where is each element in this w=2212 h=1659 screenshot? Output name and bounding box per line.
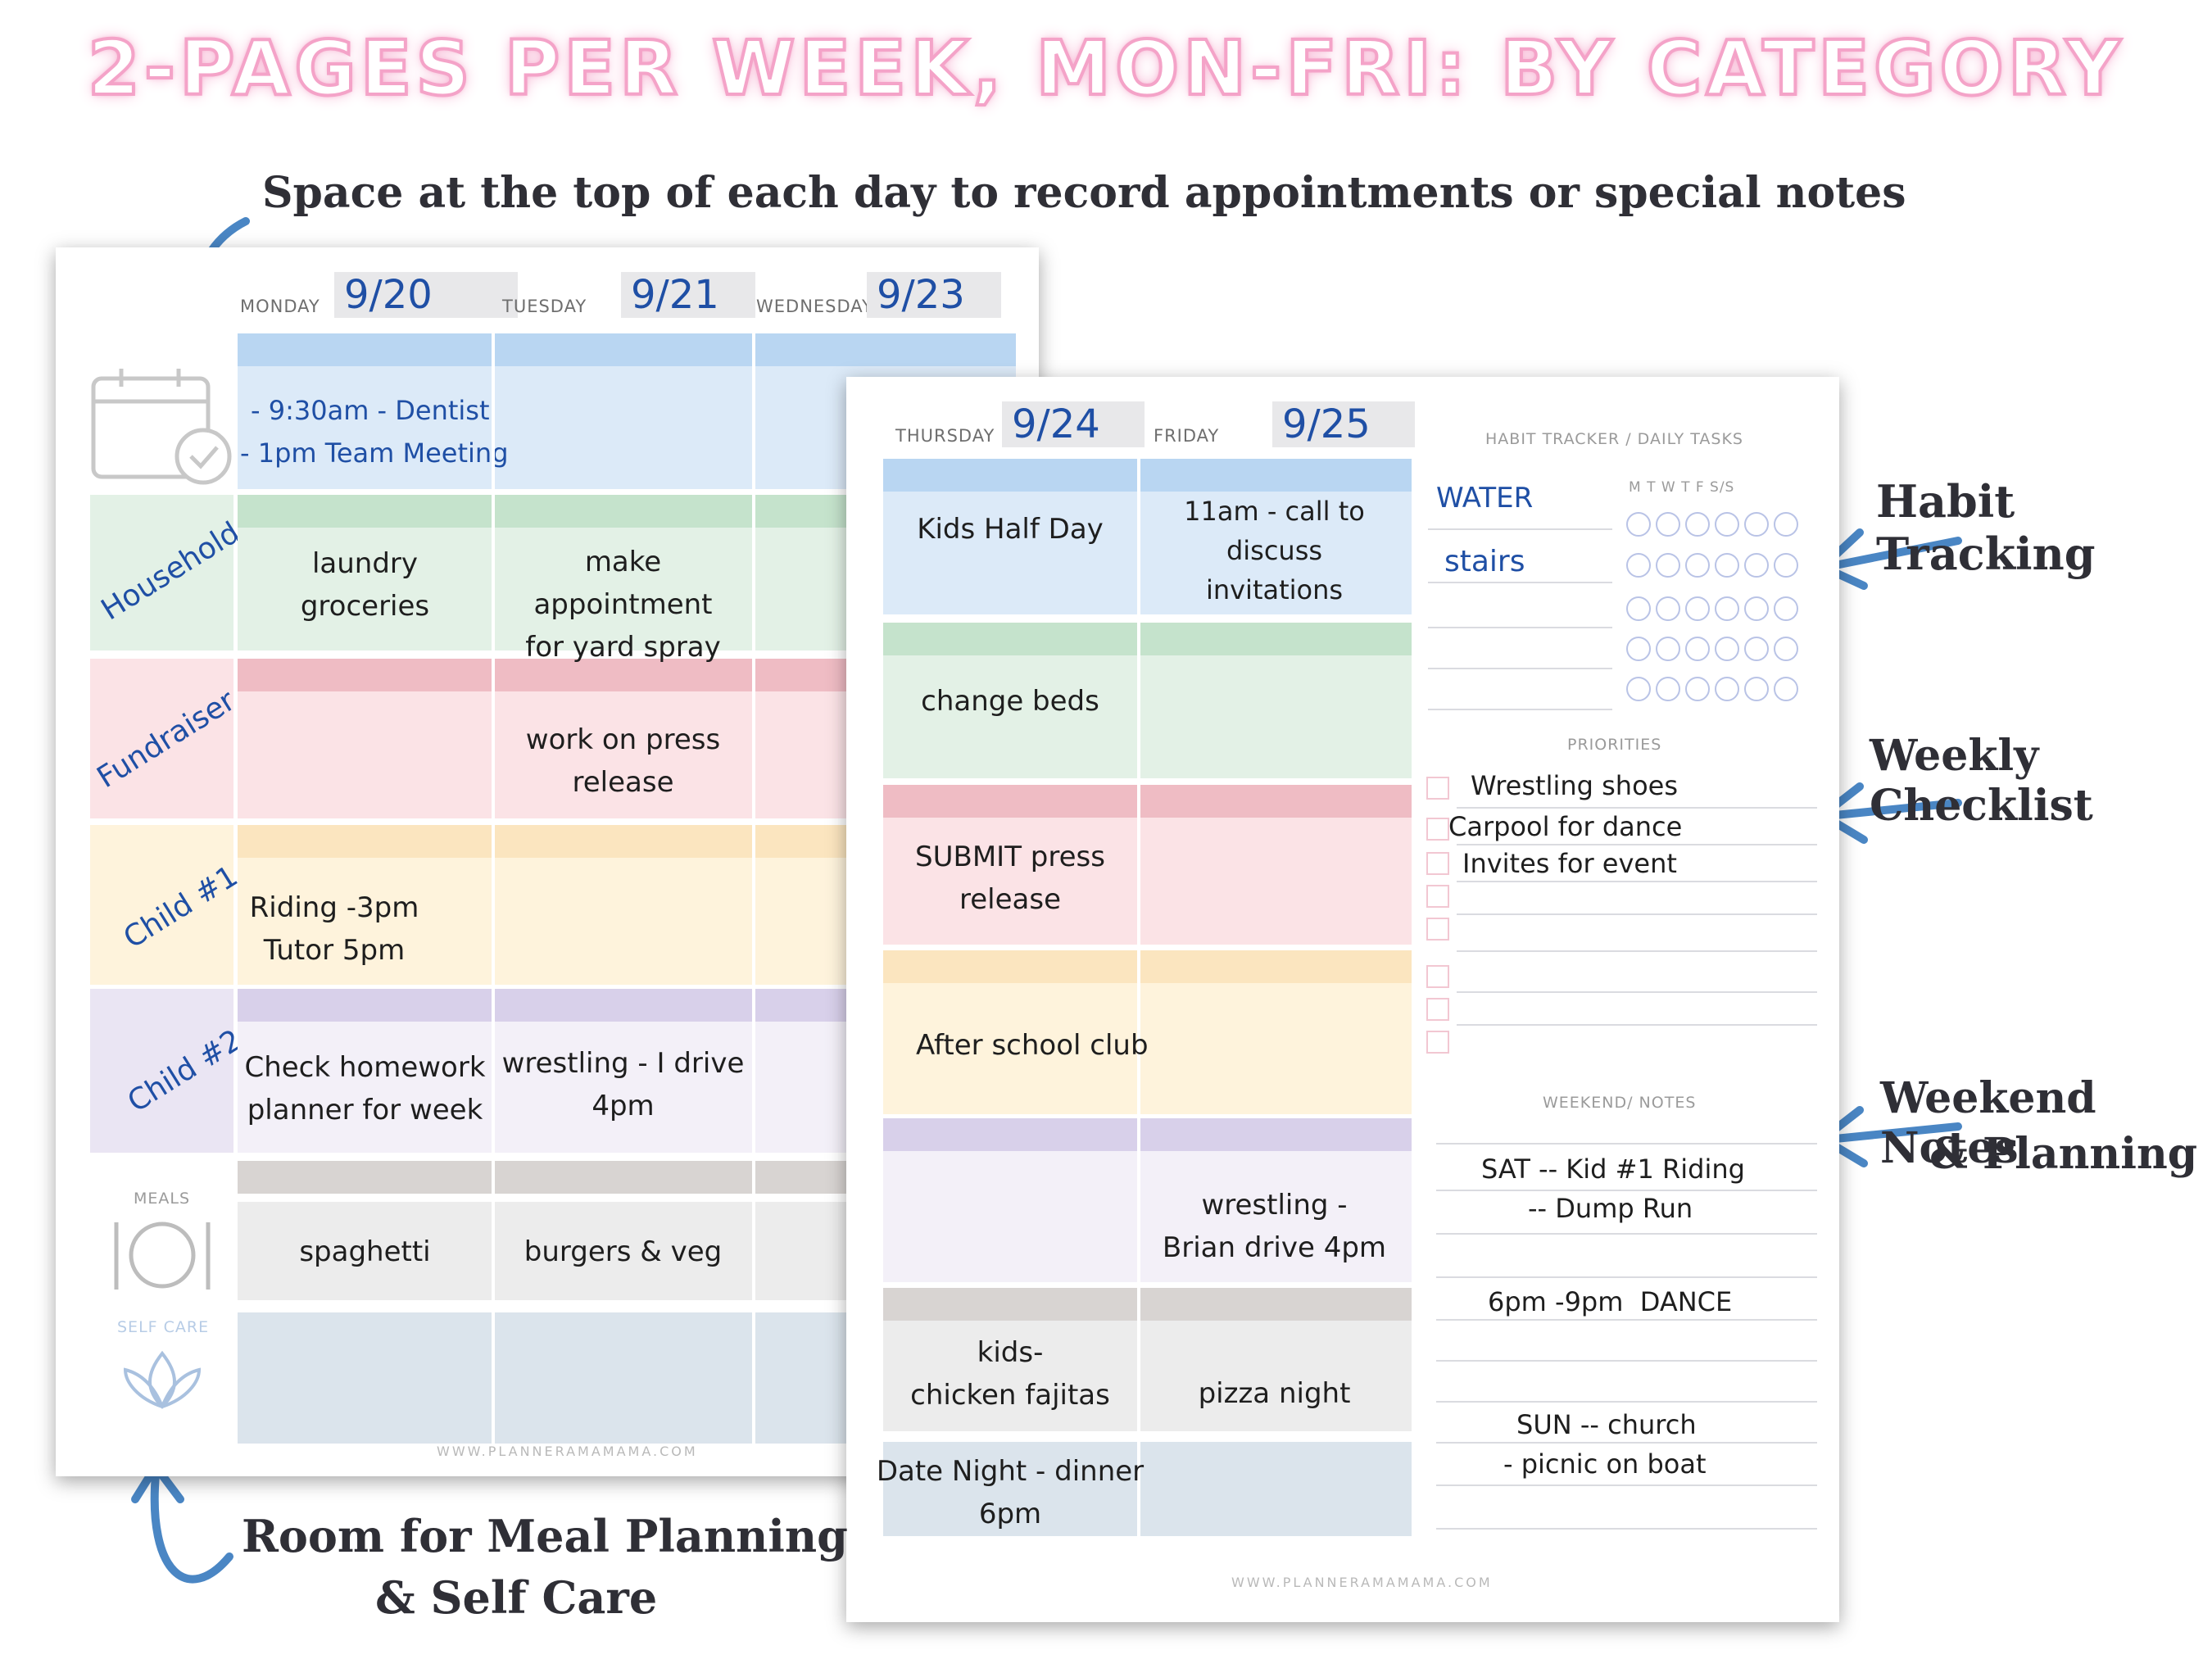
- band-header: [883, 785, 1412, 818]
- meals-area[interactable]: [883, 1321, 1412, 1431]
- child2-entry: wrestling - Brian drive 4pm: [1162, 1189, 1387, 1264]
- priority-checkbox[interactable]: [1426, 818, 1449, 841]
- appointment-entry: 11am - call to discuss invitations: [1184, 496, 1365, 605]
- column-divider: [1137, 459, 1140, 1540]
- meal-entry: kids- chicken fajitas: [910, 1336, 1110, 1412]
- habit-days-header: M T W T F S/S: [1629, 479, 1735, 496]
- fundraiser-area[interactable]: [883, 818, 1412, 945]
- meals-label: MEALS: [134, 1190, 191, 1208]
- footer-url: WWW.PLANNERAMAMAMA.COM: [1231, 1575, 1493, 1590]
- day-label: FRIDAY: [1154, 426, 1220, 446]
- household-entry: laundry groceries: [300, 547, 430, 623]
- day-label: TUESDAY: [502, 297, 587, 316]
- callout-meal: & Self Care: [375, 1571, 658, 1624]
- habit-circles-row[interactable]: [1626, 596, 1803, 624]
- callout-meal: Room for Meal Planning: [242, 1510, 848, 1562]
- fundraiser-entry: SUBMIT press release: [915, 841, 1105, 916]
- household-area[interactable]: [883, 655, 1412, 778]
- lotus-icon: [123, 1350, 202, 1409]
- child2-entry: Check homework planner for week: [244, 1051, 486, 1126]
- priority-checkbox[interactable]: [1426, 965, 1449, 988]
- arrow-checklist-icon: [1831, 799, 1962, 819]
- weekend-entry: SAT -- Kid #1 Riding: [1481, 1154, 1745, 1185]
- appointment-entry: - 1pm Team Meeting: [240, 437, 509, 469]
- meal-entry: pizza night: [1198, 1377, 1351, 1410]
- appointment-entry: - 9:30am - Dentist: [251, 395, 490, 426]
- child1-entry: Riding -3pm Tutor 5pm: [249, 891, 419, 967]
- selfcare-entry: Date Night - dinner 6pm: [876, 1455, 1145, 1530]
- habit-label: WATER: [1436, 482, 1534, 514]
- category-block-child1: [90, 825, 233, 985]
- priority-checkbox[interactable]: [1426, 852, 1449, 875]
- callout-checklist: Weekly Checklist: [1870, 731, 2093, 831]
- plate-utensils-icon: [114, 1222, 211, 1290]
- callout-weekend: & Planning: [1929, 1129, 2198, 1179]
- weekend-entry: SUN -- church: [1516, 1409, 1697, 1440]
- arrow-meal-icon: [150, 1471, 233, 1584]
- priority-checkbox[interactable]: [1426, 885, 1449, 908]
- band-header: [238, 333, 1016, 366]
- weekend-entry: 6pm -9pm DANCE: [1488, 1286, 1733, 1317]
- weekend-entry: -- Dump Run: [1528, 1193, 1693, 1224]
- calendar-check-icon: [91, 369, 232, 485]
- day-label: THURSDAY: [895, 426, 995, 446]
- priority-item: Wrestling shoes: [1471, 770, 1678, 801]
- date-field[interactable]: 9/24: [1002, 401, 1145, 447]
- column-divider: [752, 333, 755, 1448]
- meal-entry: spaghetti: [299, 1235, 431, 1268]
- habit-circles-row[interactable]: [1626, 637, 1803, 664]
- selfcare-label: SELF CARE: [117, 1318, 210, 1336]
- footer-url: WWW.PLANNERAMAMAMA.COM: [437, 1444, 698, 1459]
- appointment-entry: Kids Half Day: [917, 513, 1104, 546]
- fundraiser-entry: work on press release: [525, 723, 721, 799]
- arrow-weekend-icon: [1831, 1122, 1962, 1143]
- page-title: 2-PAGES PER WEEK, MON-FRI: BY CATEGORY: [86, 23, 2125, 114]
- selfcare-area[interactable]: [883, 1442, 1412, 1536]
- band-header: [883, 459, 1412, 492]
- day-label: MONDAY: [240, 297, 320, 316]
- priority-checkbox[interactable]: [1426, 777, 1449, 800]
- habit-circles-row[interactable]: [1626, 553, 1803, 581]
- child2-area[interactable]: [883, 1151, 1412, 1282]
- meal-entry: burgers & veg: [524, 1235, 723, 1268]
- category-block-child2: [90, 989, 233, 1153]
- callout-habit: Habit Tracking: [1876, 475, 2096, 580]
- priority-item: Carpool for dance: [1448, 811, 1683, 842]
- habit-label: stairs: [1444, 545, 1525, 578]
- habit-tracker-header: HABIT TRACKER / DAILY TASKS: [1485, 430, 1743, 448]
- callout-weekend: Weekend Notes: [1880, 1073, 2096, 1173]
- date-field[interactable]: 9/21: [621, 272, 755, 318]
- household-entry: make appointment for yard spray: [525, 546, 721, 664]
- habit-circles-row[interactable]: [1626, 677, 1803, 705]
- appointments-area[interactable]: [883, 492, 1412, 614]
- date-field[interactable]: 9/20: [334, 272, 518, 318]
- habit-circles-row[interactable]: [1626, 512, 1803, 540]
- household-entry: change beds: [921, 685, 1099, 718]
- arrow-habit-icon: [1831, 537, 1962, 569]
- column-divider: [492, 333, 495, 1448]
- band-header: [883, 623, 1412, 655]
- priority-checkbox[interactable]: [1426, 1031, 1449, 1054]
- weekend-entry: - picnic on boat: [1503, 1448, 1707, 1480]
- weekend-header: WEEKEND/ NOTES: [1543, 1094, 1697, 1112]
- priorities-header: PRIORITIES: [1567, 736, 1662, 754]
- child2-entry: wrestling - I drive 4pm: [501, 1047, 745, 1122]
- priority-item: Invites for event: [1462, 848, 1677, 879]
- right-planner-page: THURSDAY 9/24 FRIDAY 9/25 Kids Half Day …: [846, 377, 1839, 1622]
- callout-top: Space at the top of each day to record a…: [262, 168, 1906, 218]
- child1-area[interactable]: [883, 983, 1412, 1114]
- category-block-fundraiser: [90, 659, 233, 818]
- band-header: [883, 950, 1412, 983]
- priority-checkbox[interactable]: [1426, 998, 1449, 1021]
- date-field[interactable]: 9/25: [1272, 401, 1415, 447]
- day-label: WEDNESDAY: [756, 297, 873, 316]
- band-header: [883, 1288, 1412, 1321]
- band-header: [883, 1118, 1412, 1151]
- priority-checkbox[interactable]: [1426, 918, 1449, 941]
- child1-entry: After school club: [916, 1029, 1149, 1062]
- category-block-household: [90, 495, 233, 650]
- date-field[interactable]: 9/23: [867, 272, 1001, 318]
